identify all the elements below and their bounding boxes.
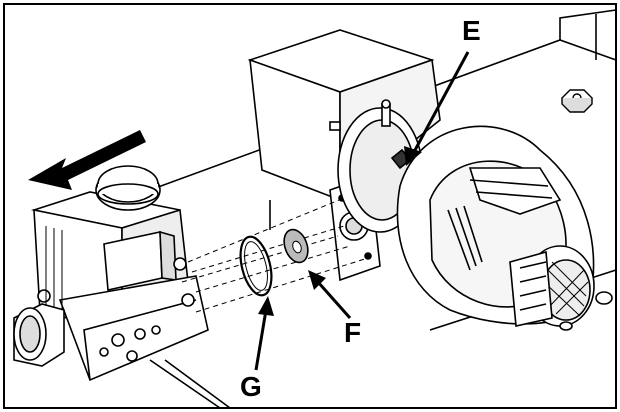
callout-label-e: E <box>462 15 481 46</box>
nut-icon <box>561 89 593 113</box>
gas-valve-icon <box>13 165 209 382</box>
callout-label-g: G <box>240 371 262 402</box>
washer-icon <box>283 228 309 264</box>
arrow-left-icon <box>28 130 146 190</box>
o-ring-icon <box>239 235 273 297</box>
callout-label-f: F <box>344 317 361 348</box>
alignment-lines <box>181 197 369 313</box>
callout-arrows <box>254 51 470 371</box>
fan-blower-icon <box>396 125 613 331</box>
